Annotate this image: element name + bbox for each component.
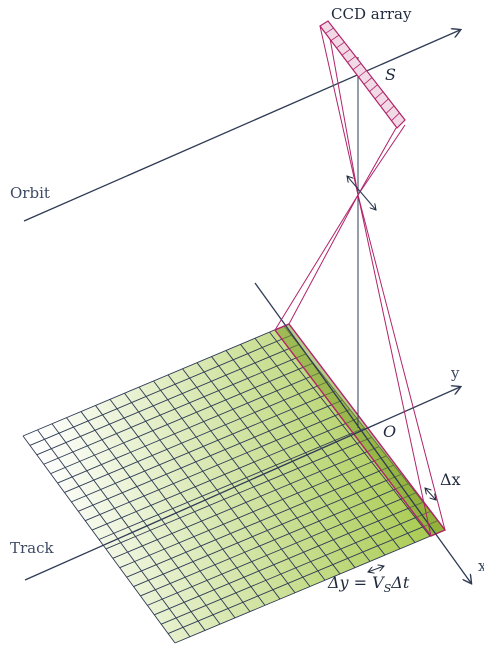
grid-line-across	[78, 399, 343, 512]
ccd-array-body	[319, 20, 406, 129]
ccd-cells	[325, 27, 400, 122]
ccd-cell-divider	[330, 34, 340, 41]
delta-y-tail: Δt	[390, 573, 410, 592]
ccd-cell-divider	[341, 48, 351, 56]
ccd-cell-divider	[347, 56, 356, 63]
x-axis-line	[254, 282, 471, 583]
ccd-cell-divider	[352, 63, 362, 71]
delta-x-arrow	[425, 488, 436, 500]
ray-lower-right-inner	[357, 194, 432, 537]
grid-line-across	[167, 520, 438, 635]
grid-line-across	[71, 390, 336, 503]
grid-line-across	[85, 409, 351, 522]
ray-upper-left-inner	[327, 26, 359, 196]
ccd-cell-divider	[391, 112, 400, 122]
o-point-label: O	[383, 422, 396, 441]
orbit-line	[23, 30, 460, 222]
ray-upper-right	[357, 124, 406, 196]
grid-line-across	[64, 381, 329, 493]
grid-line-across	[154, 501, 424, 616]
orbit-label: Orbit	[10, 184, 50, 202]
ccd-cell-divider	[380, 98, 389, 107]
ccd-array	[319, 20, 406, 129]
ground-plane	[23, 326, 445, 643]
grid-line-across	[161, 511, 431, 625]
ray-lower-left	[274, 194, 359, 331]
ground-grid	[22, 325, 446, 644]
y-axis-label: y	[450, 364, 460, 382]
x-axis-label: x	[478, 557, 484, 575]
grid-line-across	[36, 344, 299, 456]
grid-line-across	[29, 334, 292, 446]
grid-line-across	[119, 455, 387, 569]
grid-line-across	[140, 483, 409, 597]
delta-y-main: Δy = V	[327, 573, 385, 592]
y-axis-line	[24, 387, 460, 581]
grid-line-across	[50, 362, 314, 475]
ccd-cell-divider	[374, 91, 384, 100]
ccd-cell-divider	[363, 77, 373, 85]
grid-line-across	[43, 353, 307, 465]
grid-line-across	[174, 529, 446, 644]
grid-line-across	[57, 371, 321, 484]
grid-line-across	[22, 325, 285, 437]
ccd-cell-divider	[336, 41, 345, 49]
grid-line-across	[98, 427, 365, 540]
ray-lower-right	[357, 194, 446, 531]
ccd-cell-divider	[369, 84, 378, 92]
ray-upper-left	[319, 25, 359, 196]
optical-rays	[274, 25, 446, 537]
delta-y-label: Δy = VSΔt	[327, 573, 410, 595]
grid-line-across	[112, 446, 380, 559]
grid-line-across	[133, 473, 402, 587]
delta-x-label: Δx	[440, 470, 461, 489]
s-point-label: S	[385, 65, 396, 84]
track-label: Track	[10, 539, 55, 557]
ccd-array-label: CCD array	[331, 5, 412, 23]
ccd-cell-divider	[385, 105, 395, 114]
grid-line-across	[91, 418, 358, 531]
ray-lower-left-inner	[288, 194, 359, 325]
delta-y-subscript: S	[384, 582, 392, 595]
ccd-cell-divider	[358, 70, 367, 78]
grid-line-across	[147, 492, 416, 606]
tilt-arrow	[347, 176, 376, 210]
ccd-cell-divider	[325, 27, 334, 34]
ray-upper-right-inner	[357, 127, 397, 196]
grid-line-across	[105, 436, 372, 550]
grid-line-across	[126, 464, 394, 578]
delta-y-arrow	[368, 566, 384, 572]
